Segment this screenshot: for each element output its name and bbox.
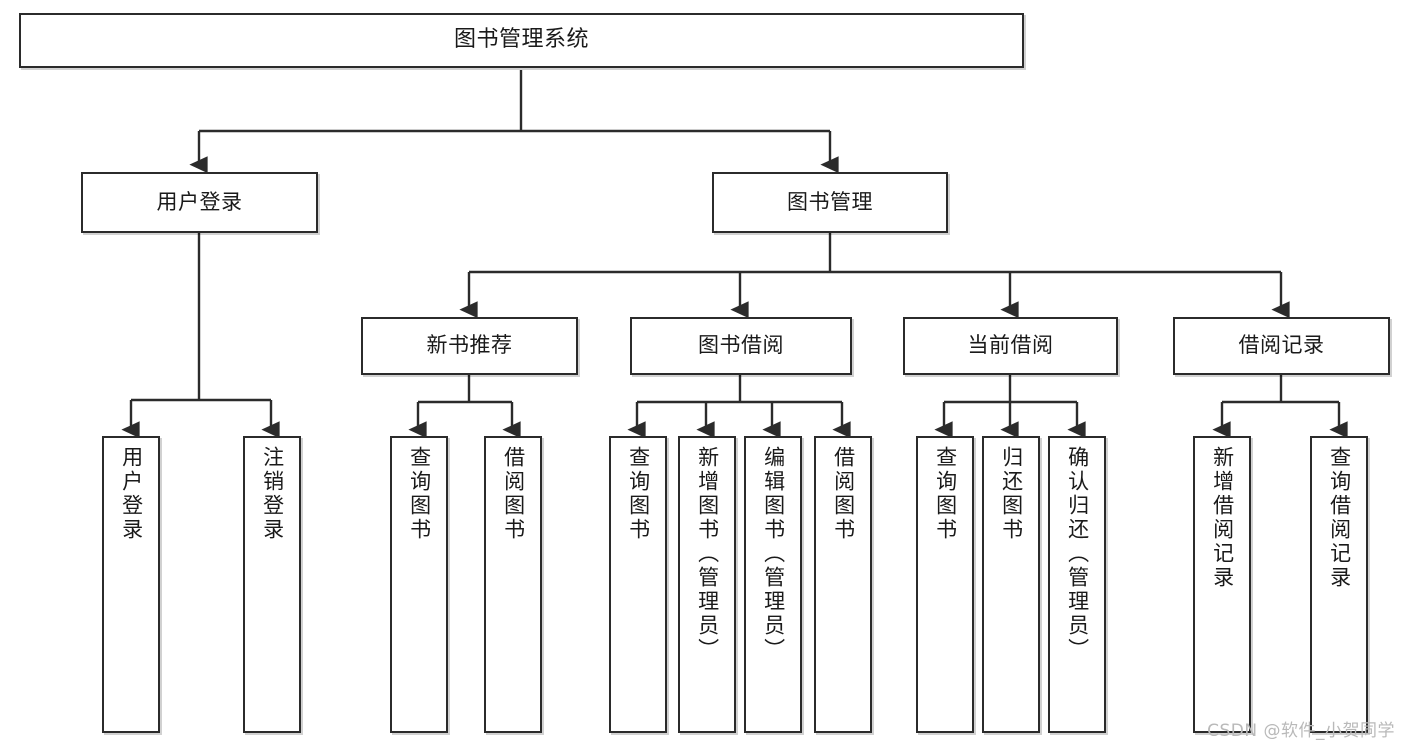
leaf-borrow-add-book-admin[interactable]: 新增图书（管理员）: [678, 436, 736, 733]
leaf-recommend-query-book[interactable]: 查询图书: [390, 436, 448, 733]
node-label: 查询图书: [933, 446, 958, 542]
node-label: 借阅图书: [831, 446, 856, 542]
node-root-system[interactable]: 图书管理系统: [19, 13, 1024, 68]
node-book-borrow[interactable]: 图书借阅: [630, 317, 852, 375]
node-label: 用户登录: [156, 189, 243, 214]
leaf-current-return-book[interactable]: 归还图书: [982, 436, 1040, 733]
node-book-management[interactable]: 图书管理: [712, 172, 948, 233]
node-user-login[interactable]: 用户登录: [81, 172, 318, 233]
node-label: 图书借阅: [698, 333, 784, 358]
leaf-borrow-edit-book-admin[interactable]: 编辑图书（管理员）: [744, 436, 802, 733]
node-label: 新增图书（管理员）: [695, 446, 720, 662]
leaf-user-login-logout[interactable]: 注销登录: [243, 436, 301, 733]
node-label: 借阅图书: [501, 446, 526, 542]
node-label: 查询图书: [407, 446, 432, 542]
watermark-text: CSDN @软件_小贺同学: [1207, 721, 1395, 741]
node-label: 归还图书: [999, 446, 1024, 542]
node-label: 新增借阅记录: [1210, 446, 1235, 590]
node-label: 编辑图书（管理员）: [761, 446, 786, 662]
leaf-record-query-record[interactable]: 查询借阅记录: [1310, 436, 1368, 733]
node-label: 注销登录: [260, 446, 285, 542]
leaf-current-confirm-return-admin[interactable]: 确认归还（管理员）: [1048, 436, 1106, 733]
node-label: 用户登录: [119, 446, 144, 542]
node-label: 查询借阅记录: [1327, 446, 1352, 590]
leaf-recommend-borrow-book[interactable]: 借阅图书: [484, 436, 542, 733]
node-label: 图书管理系统: [453, 27, 589, 53]
node-current-borrow[interactable]: 当前借阅: [903, 317, 1118, 375]
node-label: 当前借阅: [967, 333, 1054, 358]
node-label: 确认归还（管理员）: [1065, 446, 1090, 662]
leaf-current-query-book[interactable]: 查询图书: [916, 436, 974, 733]
leaf-user-login-login[interactable]: 用户登录: [102, 436, 160, 733]
node-label: 新书推荐: [426, 333, 513, 358]
node-label: 图书管理: [787, 189, 873, 214]
node-label: 借阅记录: [1238, 333, 1325, 358]
leaf-borrow-query-book[interactable]: 查询图书: [609, 436, 667, 733]
leaf-borrow-borrow-book[interactable]: 借阅图书: [814, 436, 872, 733]
node-new-book-recommend[interactable]: 新书推荐: [361, 317, 578, 375]
leaf-record-add-record[interactable]: 新增借阅记录: [1193, 436, 1251, 733]
node-label: 查询图书: [626, 446, 651, 542]
node-borrow-record[interactable]: 借阅记录: [1173, 317, 1390, 375]
